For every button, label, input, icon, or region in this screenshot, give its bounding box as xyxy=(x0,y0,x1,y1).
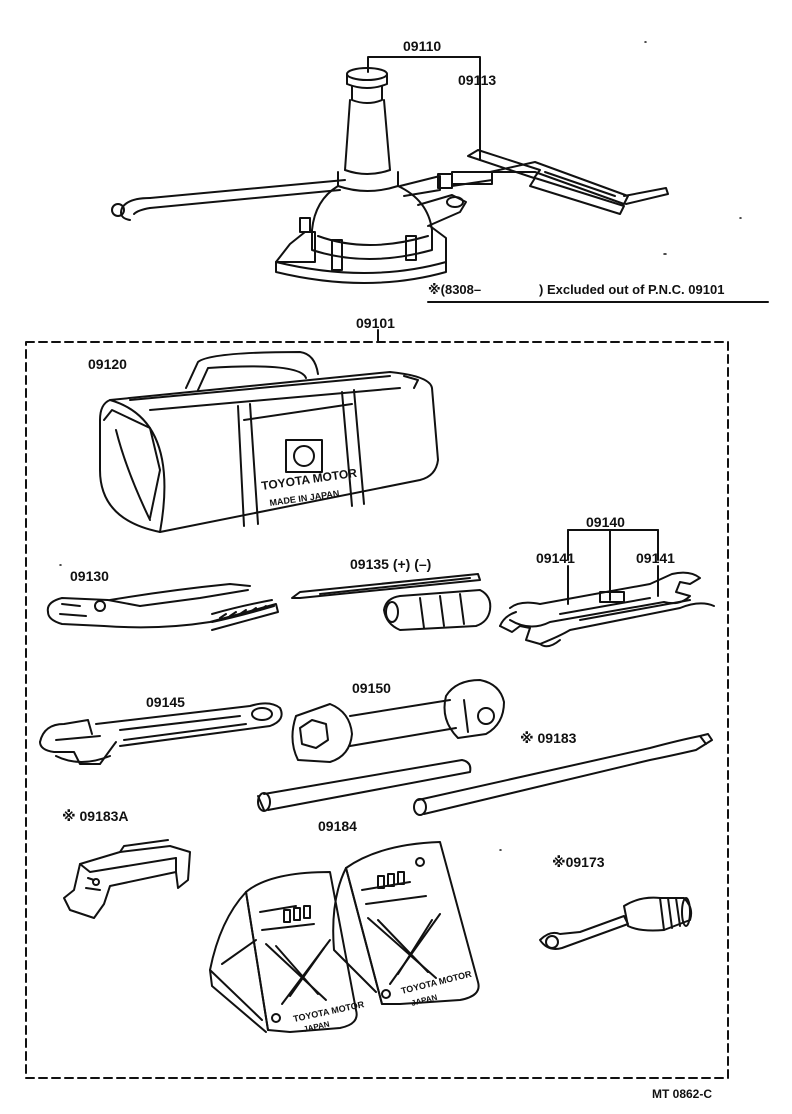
chock-right-brand: TOYOTA MOTOR xyxy=(400,969,473,996)
label-wrench-right: 09141 xyxy=(636,550,675,566)
handle-bar xyxy=(413,733,713,816)
label-tool-set: 09101 xyxy=(356,315,395,331)
bottle-jack xyxy=(111,67,493,284)
tool-set-frame xyxy=(25,329,729,1079)
label-plug-wrench: 09150 xyxy=(352,680,391,696)
chock-left-origin: JAPAN xyxy=(303,1020,331,1034)
label-wrench-set: 09140 xyxy=(586,514,625,530)
note-prefix: ※(8308– xyxy=(428,282,482,297)
note-suffix: ) Excluded out of P.N.C. 09101 xyxy=(539,282,725,297)
plug-bar xyxy=(257,759,472,812)
combination-wrenches xyxy=(499,529,715,648)
jack-handle xyxy=(451,149,669,215)
leader-lines-top xyxy=(367,56,481,161)
scan-dots xyxy=(59,41,742,851)
label-bracket: ※ 09183A xyxy=(62,808,129,824)
screwdrivers xyxy=(291,573,492,631)
label-adjustable-wrench: 09145 xyxy=(146,694,185,710)
label-tool-bag: 09120 xyxy=(88,356,127,372)
tool-bag-print: TOYOTA MOTOR MADE IN JAPAN xyxy=(260,466,358,508)
plug-wrench xyxy=(291,679,505,763)
extension-tool xyxy=(539,896,693,950)
tool-bag xyxy=(99,351,439,533)
label-handle-bar: ※ 09183 xyxy=(520,730,577,746)
wheel-chocks xyxy=(209,841,480,1033)
label-pliers: 09130 xyxy=(70,568,109,584)
label-jack-assy: 09110 xyxy=(403,38,442,54)
bag-origin-text: MADE IN JAPAN xyxy=(269,488,340,508)
label-plug-bar: 09184 xyxy=(318,818,357,834)
label-wheel-chock: ※09173 xyxy=(552,854,605,870)
adjustable-wrench xyxy=(39,702,283,765)
label-screwdriver: 09135 (+) (–) xyxy=(350,556,432,572)
bag-brand-text: TOYOTA MOTOR xyxy=(260,466,358,493)
chock-right-origin: JAPAN xyxy=(410,993,438,1008)
label-jack-handle: 09113 xyxy=(458,72,497,88)
drawing-code: MT 0862-C xyxy=(652,1087,713,1101)
bracket xyxy=(63,839,191,919)
label-wrench-left: 09141 xyxy=(536,550,575,566)
pliers xyxy=(46,583,279,631)
